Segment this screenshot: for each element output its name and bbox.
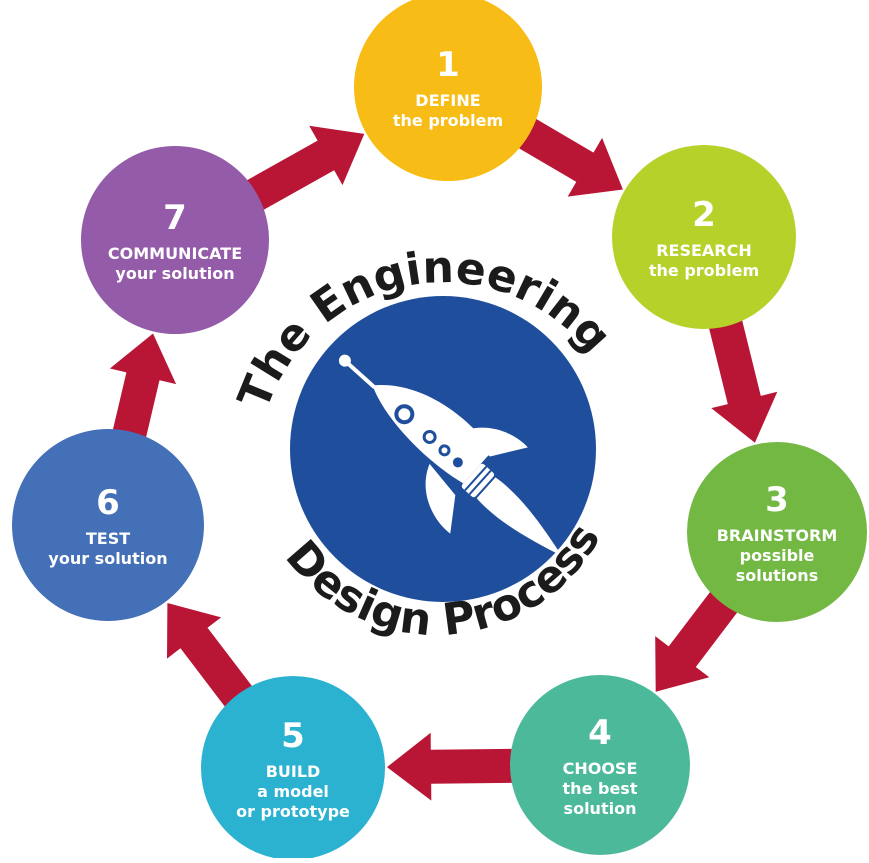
arrow-5-to-6 xyxy=(167,603,257,714)
step-label-line: solution xyxy=(564,799,637,818)
step-label-line: your solution xyxy=(48,549,167,568)
step-circle xyxy=(510,675,690,855)
arrow-4-to-5 xyxy=(387,732,521,801)
step-label-line: a model xyxy=(257,782,329,801)
center-emblem xyxy=(290,296,596,602)
step-label-line: the problem xyxy=(649,261,759,280)
step-number: 5 xyxy=(281,716,305,756)
arrow-2-to-3 xyxy=(707,312,778,443)
step-circle xyxy=(354,0,542,181)
step-number: 2 xyxy=(692,195,716,235)
arrow-3-to-4 xyxy=(655,585,743,692)
step-label-line: possible xyxy=(740,546,815,565)
step-label-line: or prototype xyxy=(236,802,350,821)
step-label-line: the problem xyxy=(393,111,503,130)
arrow-7-to-1 xyxy=(240,125,365,214)
step-label-line: CHOOSE xyxy=(563,759,638,778)
step-label-line: COMMUNICATE xyxy=(108,244,242,263)
step-label-line: DEFINE xyxy=(415,91,480,110)
step-number: 6 xyxy=(96,483,120,523)
step-number: 7 xyxy=(163,198,187,238)
cycle-arrows xyxy=(109,114,778,801)
step-circle xyxy=(201,676,385,860)
step-circle xyxy=(687,442,867,622)
step-label-line: RESEARCH xyxy=(656,241,752,260)
rocket-icon xyxy=(338,354,562,557)
arrow-6-to-7 xyxy=(109,333,177,446)
arrow-1-to-2 xyxy=(511,114,623,197)
step-number: 4 xyxy=(588,713,612,753)
step-circle xyxy=(12,429,204,621)
step-number: 1 xyxy=(436,45,460,85)
step-number: 3 xyxy=(765,480,789,520)
step-label-line: the best xyxy=(563,779,638,798)
step-label-line: solutions xyxy=(736,566,818,585)
step-label-line: TEST xyxy=(86,529,130,548)
step-circle xyxy=(81,146,269,334)
step-label-line: BUILD xyxy=(266,762,321,781)
step-circle xyxy=(612,145,796,329)
step-label-line: BRAINSTORM xyxy=(717,526,838,545)
step-label-line: your solution xyxy=(115,264,234,283)
